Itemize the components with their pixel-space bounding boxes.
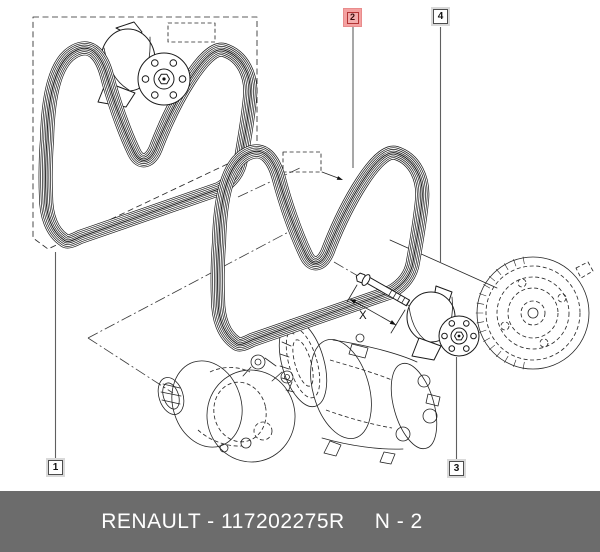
alternator-reference: [157, 354, 296, 463]
callout-2-highlighted[interactable]: 2: [343, 8, 362, 27]
kit-label-box: [167, 22, 216, 43]
callout-3[interactable]: 3: [449, 461, 464, 476]
drive-belt: [218, 151, 423, 344]
kit-tensioner-pulley: [137, 52, 191, 106]
footer-page-number: N - 2: [374, 509, 423, 533]
callout-1[interactable]: 1: [48, 460, 63, 475]
callout-4-label: 4: [437, 10, 444, 22]
callout-3-label: 3: [453, 462, 460, 474]
belt-label-box: [282, 151, 322, 173]
crankshaft-pulley-reference: [475, 256, 594, 370]
callout-1-label: 1: [52, 461, 59, 473]
belt-tensioner: [406, 285, 480, 361]
callout-4[interactable]: 4: [433, 9, 448, 24]
tensioner-bolt: [355, 272, 411, 307]
footer-bar: RENAULT - 117202275R N - 2: [0, 491, 600, 552]
leader-lines: [54, 27, 458, 461]
bolt-length-dimension: X: [346, 284, 406, 334]
dimension-x-label: X: [359, 310, 367, 322]
ac-compressor-reference: [278, 318, 441, 465]
belt-label-arrow: [321, 171, 343, 180]
callout-2-label: 2: [346, 11, 359, 24]
footer-part-number: RENAULT - 117202275R: [101, 509, 345, 533]
